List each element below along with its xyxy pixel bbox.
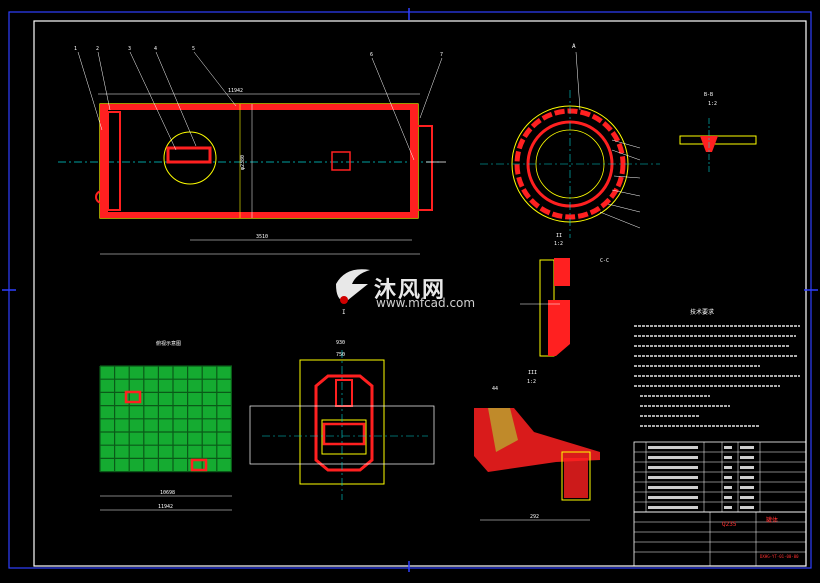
section-bb-scale: 1:2 xyxy=(708,101,717,107)
parts-cell-text xyxy=(648,506,698,509)
parts-cell-text xyxy=(648,476,698,479)
parts-cell-text xyxy=(724,496,732,499)
parts-cell-text xyxy=(740,466,754,469)
dim-box-width: 930 xyxy=(336,340,345,346)
section-a-view: A C-C xyxy=(480,43,660,264)
detail-iii-view: III 1:2 292 44 xyxy=(474,370,600,521)
parts-cell-text xyxy=(648,466,698,469)
section-bb-label: B-B xyxy=(704,92,713,98)
title-material: Q235 xyxy=(722,521,737,528)
parts-cell-text xyxy=(740,486,754,489)
manhole-view: 930 750 xyxy=(249,340,435,500)
dim-grid-bottom: 11942 xyxy=(158,504,173,510)
parts-cell-text xyxy=(724,466,732,469)
parts-cell-text xyxy=(648,486,698,489)
top-view-grid: 俯视示意图 10698 11942 xyxy=(99,340,232,511)
detail-iii-scale: 1:2 xyxy=(527,379,536,385)
parts-cell-text xyxy=(724,446,732,449)
main-view: 11942 φ2380 3510 1 2 3 4 5 6 7 I xyxy=(58,46,446,316)
parts-list xyxy=(633,441,807,513)
tech-req-title: 技术要求 xyxy=(690,308,714,316)
title-block: Q235 罐体 DXHG-YT-01-00-00 xyxy=(633,511,807,567)
dim-bottom: 3510 xyxy=(256,234,268,240)
parts-cell-text xyxy=(740,476,754,479)
top-view-title: 俯视示意图 xyxy=(156,340,181,347)
parts-cell-text xyxy=(648,446,698,449)
svg-text:7: 7 xyxy=(440,52,443,58)
svg-text:1: 1 xyxy=(74,46,77,52)
inner-frame xyxy=(33,20,807,567)
frame-ticks xyxy=(2,8,818,572)
svg-text:2: 2 xyxy=(96,46,99,52)
svg-text:4: 4 xyxy=(154,46,157,52)
detail-ii-scale: 1:2 xyxy=(554,241,563,247)
dim-height: φ2380 xyxy=(240,155,246,170)
dim-box-inner: 750 xyxy=(336,352,345,358)
detail-iii-label: III xyxy=(528,370,537,376)
dim-detail-width: 292 xyxy=(530,514,539,520)
parts-cell-text xyxy=(740,496,754,499)
title-name: 罐体 xyxy=(766,516,778,524)
parts-cell-text xyxy=(724,486,732,489)
parts-cell-text xyxy=(724,476,732,479)
parts-cell-text xyxy=(724,456,732,459)
svg-text:5: 5 xyxy=(192,46,195,52)
watermark-logo xyxy=(336,269,370,304)
tech-requirements: 技术要求 xyxy=(634,308,800,427)
detail-ii-view: II 1:2 xyxy=(520,233,570,357)
parts-cell-text xyxy=(648,456,698,459)
dim-grid-inner: 10698 xyxy=(160,490,175,496)
parts-cell-text xyxy=(740,506,754,509)
dim-detail-top: 44 xyxy=(492,386,498,392)
parts-cell-text xyxy=(648,496,698,499)
svg-text:6: 6 xyxy=(370,52,373,58)
view-i-label: I xyxy=(342,309,346,316)
section-bb-view: B-B 1:2 xyxy=(679,92,757,172)
parts-cell-text xyxy=(740,456,754,459)
watermark-brand: 沐风网 xyxy=(374,278,447,303)
detail-ii-label: II xyxy=(556,233,562,239)
parts-cell-text xyxy=(724,506,732,509)
title-drawing-no: DXHG-YT-01-00-00 xyxy=(760,554,799,559)
svg-text:3: 3 xyxy=(128,46,131,52)
section-a-label: A xyxy=(572,43,576,50)
parts-cell-text xyxy=(740,446,754,449)
section-cc-label: C-C xyxy=(600,258,609,264)
dim-top-length: 11942 xyxy=(228,88,243,94)
watermark-url: www.mfcad.com xyxy=(376,296,476,310)
